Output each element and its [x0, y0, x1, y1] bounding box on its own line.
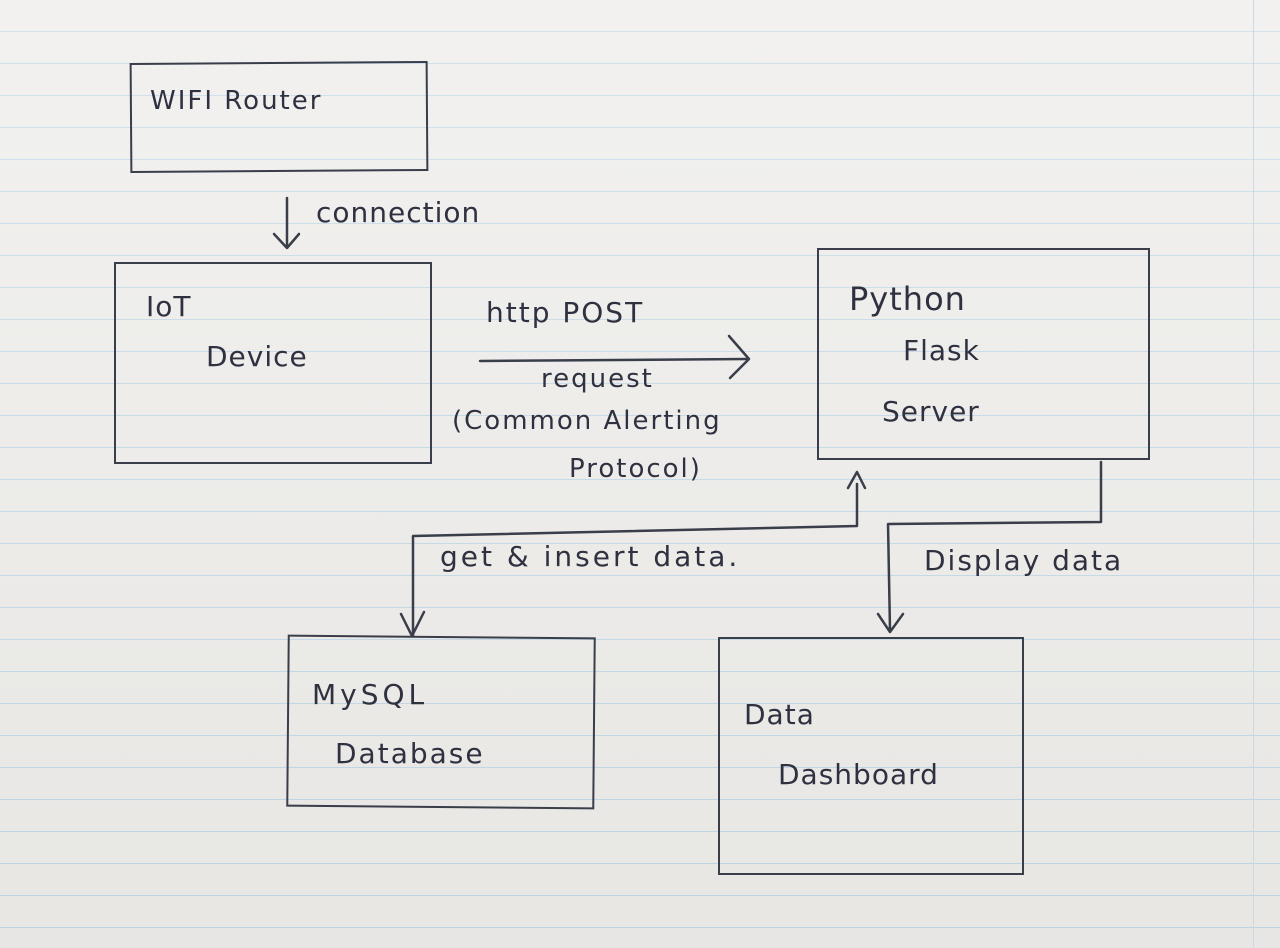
server-db-connector	[399, 470, 867, 638]
paper-margin-line	[1253, 0, 1254, 948]
flask-server-label-line3: Server	[882, 395, 980, 428]
display-data-label: Display data	[924, 544, 1124, 577]
http-post-label: http POST	[486, 296, 645, 329]
flask-server-box	[817, 248, 1150, 460]
dashboard-label-line1: Data	[744, 698, 815, 731]
mysql-label-line2: Database	[335, 737, 485, 770]
request-label: request	[541, 364, 654, 394]
flask-server-label-line2: Flask	[903, 334, 980, 367]
protocol-label: Protocol)	[569, 454, 702, 484]
data-dashboard-box	[718, 637, 1024, 875]
iot-device-label-line2: Device	[206, 340, 308, 373]
router-to-iot-arrow	[272, 196, 301, 250]
server-dashboard-connector	[876, 460, 1103, 634]
mysql-label-line1: MySQL	[312, 678, 429, 711]
flask-server-label-line1: Python	[849, 280, 966, 318]
dashboard-label-line2: Dashboard	[778, 758, 939, 791]
get-insert-data-label: get & insert data.	[440, 540, 741, 573]
wifi-router-label: WIFI Router	[150, 86, 323, 116]
connection-edge-label: connection	[316, 196, 481, 229]
iot-to-server-arrow	[478, 334, 751, 380]
iot-device-label-line1: IoT	[146, 290, 192, 323]
common-alerting-label: (Common Alerting	[452, 406, 722, 436]
iot-device-box	[114, 262, 432, 464]
